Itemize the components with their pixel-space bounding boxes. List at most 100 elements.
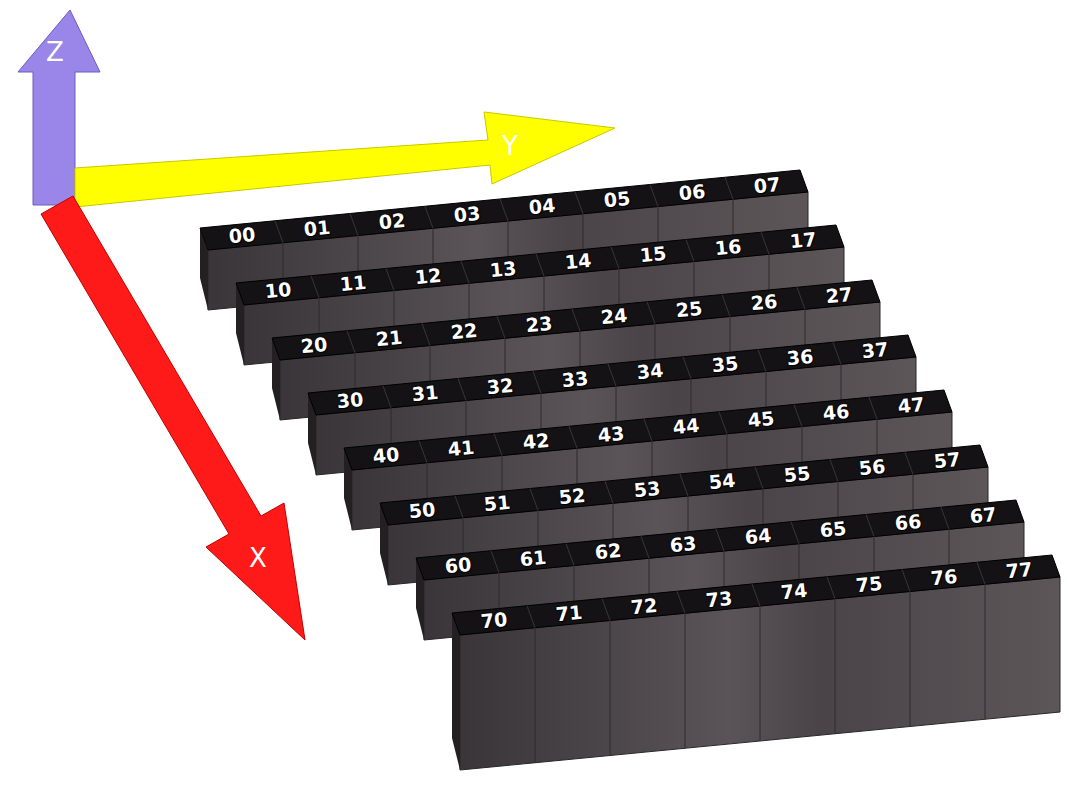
cell-number: 57 bbox=[932, 447, 960, 471]
block-divider bbox=[647, 302, 655, 324]
block-divider bbox=[350, 214, 358, 236]
block-divider bbox=[755, 467, 763, 489]
cell-number: 51 bbox=[482, 491, 510, 515]
block-divider bbox=[644, 419, 652, 441]
cell-number: 70 bbox=[479, 608, 507, 632]
cell-number: 05 bbox=[602, 187, 630, 211]
cell-number: 77 bbox=[1004, 557, 1032, 581]
cell-number: 27 bbox=[824, 282, 852, 306]
cell-number: 07 bbox=[752, 172, 780, 196]
cell-number: 22 bbox=[449, 319, 477, 343]
y-axis-arrow bbox=[75, 112, 615, 207]
block-divider bbox=[383, 386, 391, 408]
block-divider bbox=[830, 460, 838, 482]
cell-number: 34 bbox=[635, 359, 663, 383]
cell-number: 72 bbox=[629, 594, 657, 618]
cell-number: 17 bbox=[788, 227, 816, 251]
cell-number: 15 bbox=[638, 242, 666, 266]
block-divider bbox=[611, 247, 619, 269]
cell-number: 56 bbox=[857, 455, 885, 479]
block-divider bbox=[494, 434, 502, 456]
block-divider bbox=[985, 584, 986, 719]
cell-number: 37 bbox=[860, 337, 888, 361]
cell-number: 60 bbox=[443, 553, 471, 577]
block-divider bbox=[533, 371, 541, 393]
block-divider bbox=[497, 316, 505, 338]
cell-number: 35 bbox=[710, 352, 738, 376]
cell-number: 42 bbox=[521, 429, 549, 453]
block-divider bbox=[536, 254, 544, 276]
block-divider bbox=[719, 412, 727, 434]
axis-label: Y bbox=[502, 131, 518, 161]
cell-number: 55 bbox=[782, 462, 810, 486]
block-divider bbox=[977, 562, 985, 584]
block-divider bbox=[941, 507, 949, 529]
cell-number: 61 bbox=[518, 546, 546, 570]
block-divider bbox=[610, 621, 611, 756]
block-divider bbox=[458, 379, 466, 401]
cell-number: 54 bbox=[707, 469, 735, 493]
block-divider bbox=[566, 544, 574, 566]
cell-number: 04 bbox=[527, 194, 555, 218]
block-divider bbox=[425, 206, 433, 228]
cell-number: 52 bbox=[557, 484, 585, 508]
block-divider bbox=[461, 261, 469, 283]
cell-number: 26 bbox=[749, 290, 777, 314]
cell-number: 10 bbox=[263, 278, 291, 302]
cell-number: 33 bbox=[560, 366, 588, 390]
block-divider bbox=[491, 551, 499, 573]
block-divider bbox=[608, 364, 616, 386]
cell-number: 41 bbox=[446, 436, 474, 460]
block-divider bbox=[791, 522, 799, 544]
cell-number: 24 bbox=[599, 304, 627, 328]
cell-number: 43 bbox=[596, 421, 624, 445]
cell-number: 40 bbox=[371, 443, 399, 467]
cell-number: 67 bbox=[968, 502, 996, 526]
cell-number: 25 bbox=[674, 297, 702, 321]
block-divider bbox=[833, 342, 841, 364]
cell-number: 66 bbox=[893, 510, 921, 534]
block-divider bbox=[758, 350, 766, 372]
block-divider bbox=[797, 287, 805, 309]
block-divider bbox=[650, 185, 658, 207]
block-divider bbox=[641, 536, 649, 558]
cell-number: 13 bbox=[488, 256, 516, 280]
cell-number: 73 bbox=[704, 586, 732, 610]
block-divider bbox=[722, 295, 730, 317]
block-divider bbox=[500, 199, 508, 221]
block-divider bbox=[760, 606, 761, 741]
block-divider bbox=[527, 606, 535, 628]
cell-number: 16 bbox=[713, 235, 741, 259]
cell-number: 31 bbox=[410, 381, 438, 405]
block-divider bbox=[530, 489, 538, 511]
axis-label: X bbox=[249, 543, 267, 573]
cell-number: 14 bbox=[563, 249, 591, 273]
block-divider bbox=[835, 599, 836, 734]
cell-number: 32 bbox=[485, 374, 513, 398]
cell-number: 21 bbox=[374, 326, 402, 350]
block-divider bbox=[419, 441, 427, 463]
block-divider bbox=[422, 324, 430, 346]
block-divider bbox=[752, 584, 760, 606]
cell-number: 63 bbox=[668, 531, 696, 555]
block-rows bbox=[200, 170, 1060, 770]
cell-number: 20 bbox=[299, 333, 327, 357]
block-divider bbox=[572, 309, 580, 331]
block-divider bbox=[761, 232, 769, 254]
block-divider bbox=[902, 570, 910, 592]
block-divider bbox=[794, 405, 802, 427]
cell-number: 64 bbox=[743, 524, 771, 548]
block-divider bbox=[686, 240, 694, 262]
cell-number: 65 bbox=[818, 517, 846, 541]
block-divider bbox=[680, 474, 688, 496]
block-divider bbox=[683, 357, 691, 379]
cell-number: 75 bbox=[854, 572, 882, 596]
cell-number: 46 bbox=[821, 400, 849, 424]
block-divider bbox=[685, 613, 686, 748]
block-divider bbox=[910, 592, 911, 727]
block-end bbox=[452, 613, 460, 770]
block-divider bbox=[575, 192, 583, 214]
block-divider bbox=[827, 577, 835, 599]
block-divider bbox=[311, 276, 319, 298]
